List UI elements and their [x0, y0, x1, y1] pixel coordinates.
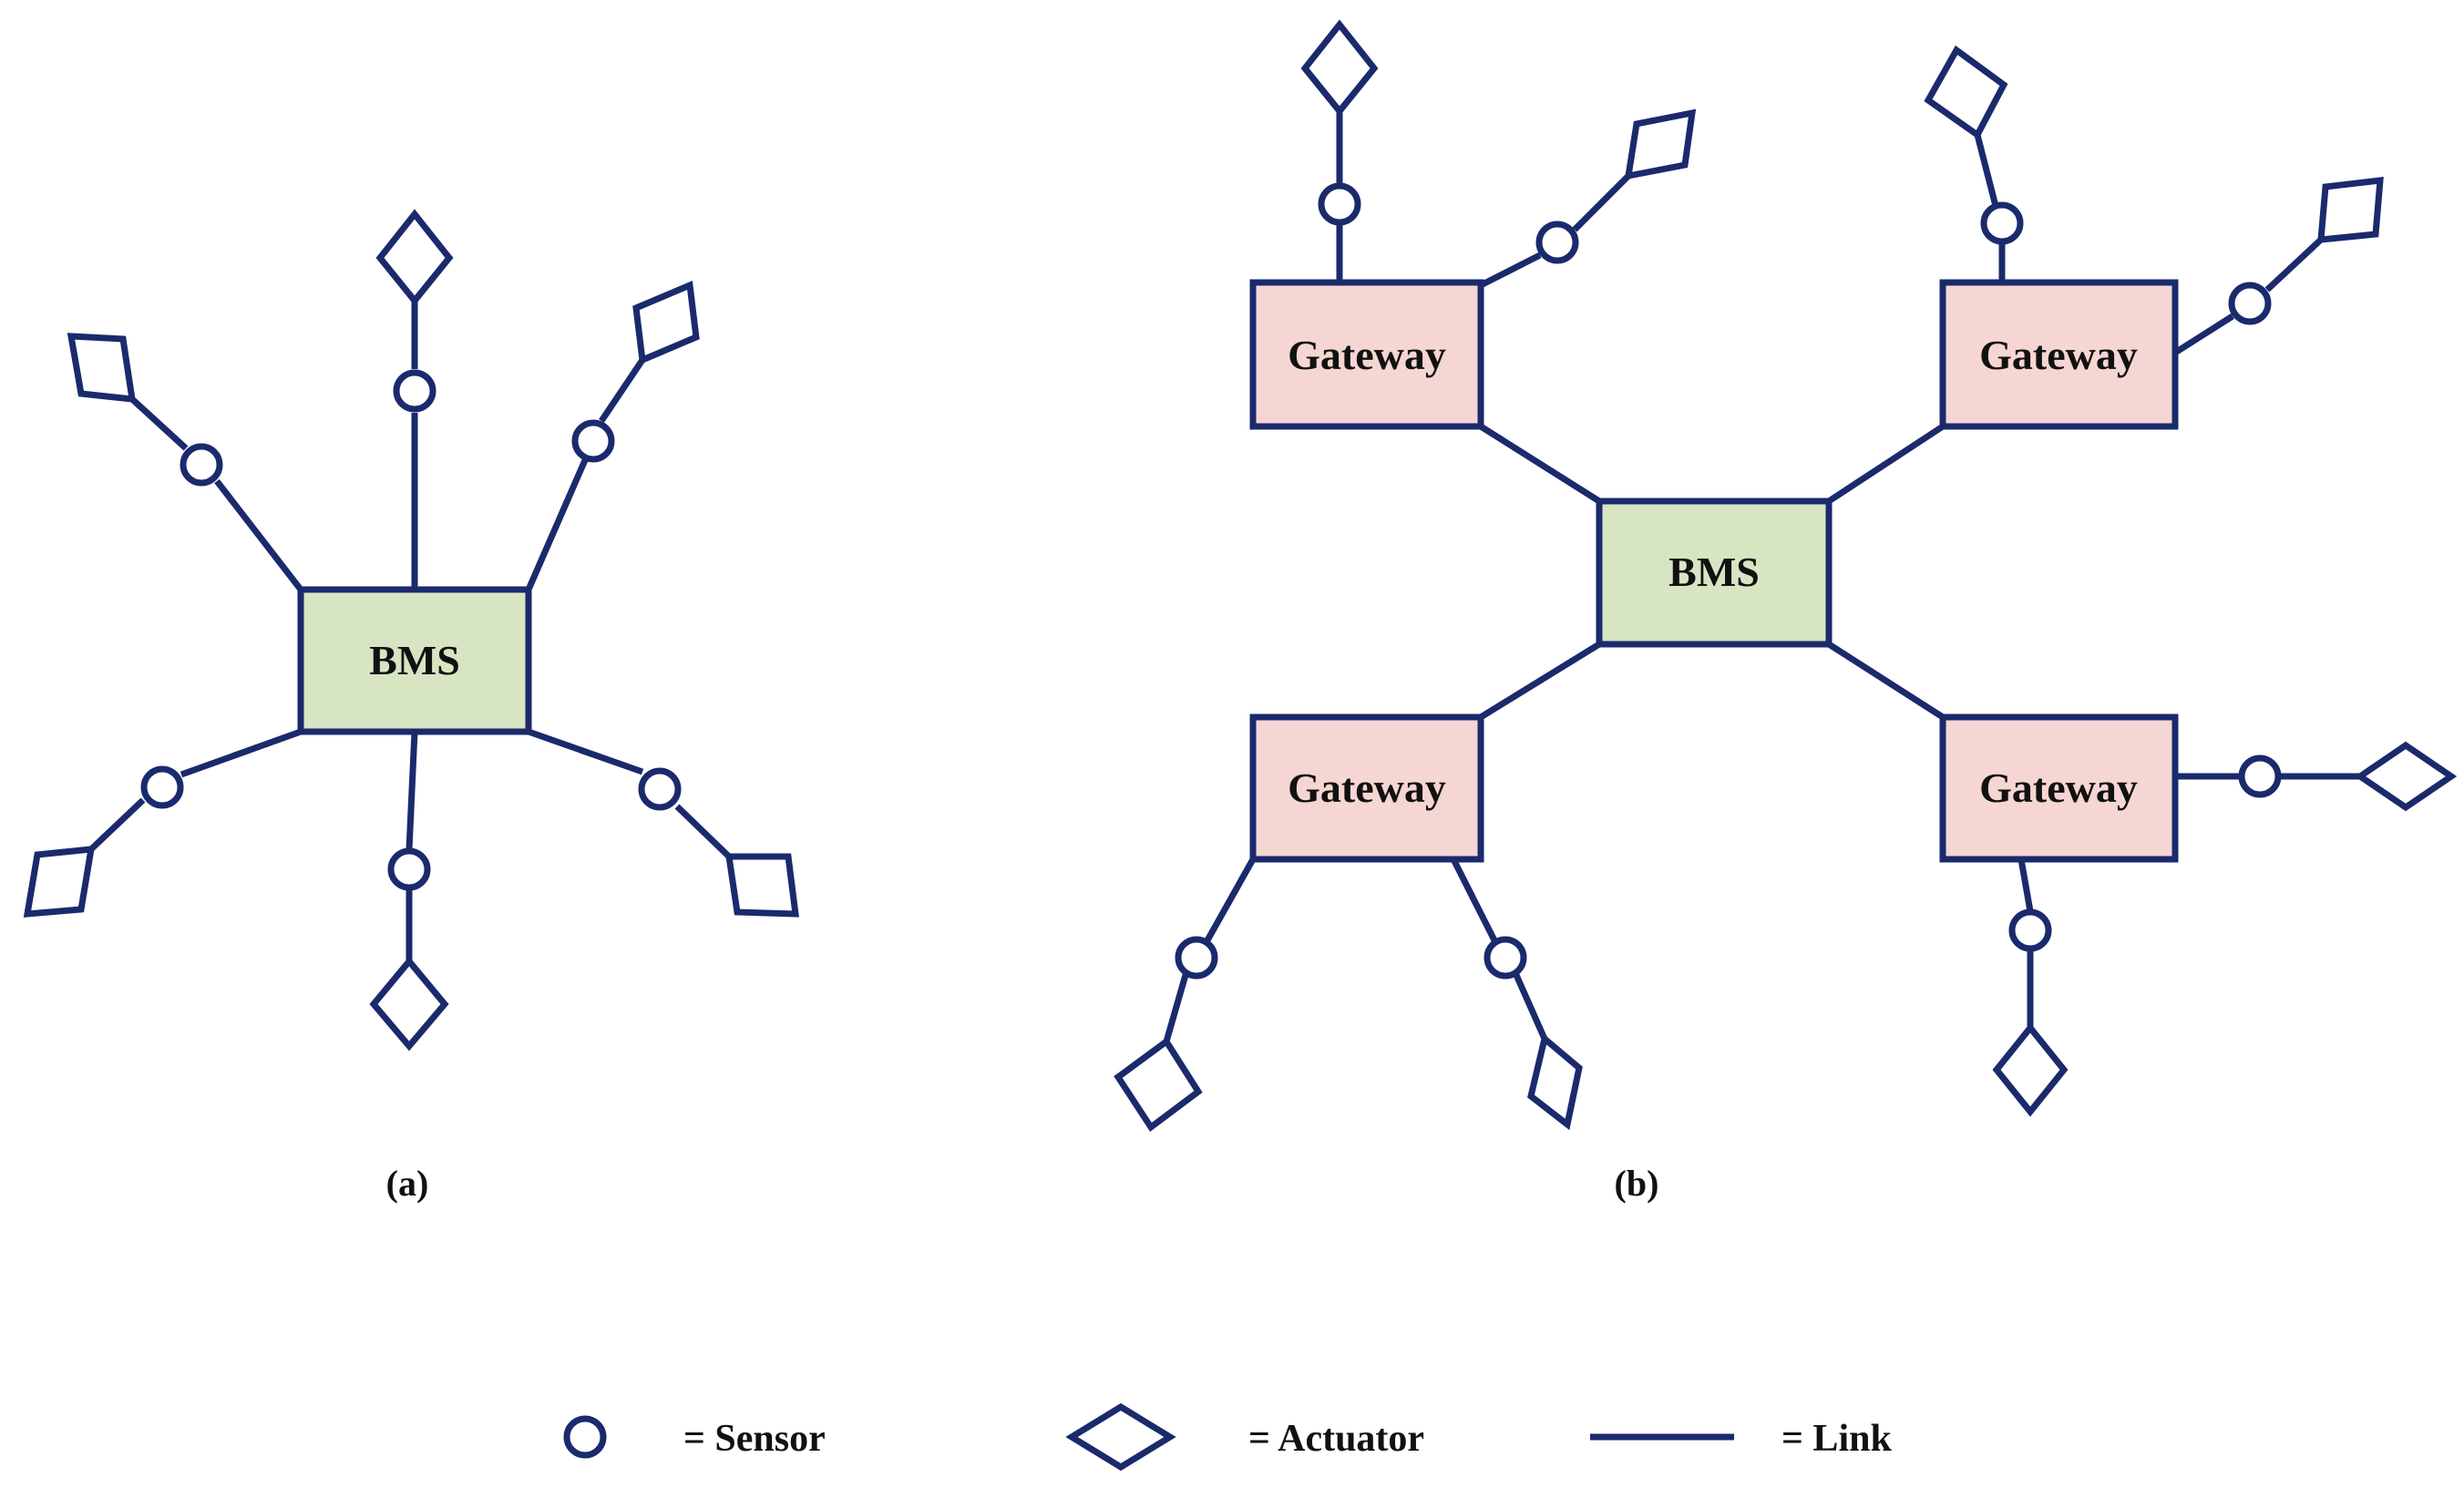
gateway-box	[1939, 279, 2179, 430]
actuator-icon	[23, 846, 96, 918]
link	[674, 804, 732, 859]
panel-b-device-links	[1163, 111, 2360, 1042]
link	[1572, 173, 1631, 232]
link	[406, 731, 418, 850]
actuator-icon	[2317, 177, 2384, 243]
link	[1513, 973, 1548, 1041]
actuator-icon	[1527, 1032, 1583, 1131]
sensor-icon	[1318, 182, 1361, 226]
panel-a: BMS (a)	[23, 209, 799, 1204]
bms-label: BMS	[369, 637, 460, 683]
bms-box	[1596, 498, 1833, 648]
gateway-box	[1939, 713, 2179, 863]
panel-b-actuators	[1114, 19, 2458, 1133]
panel-b-caption: (b)	[1615, 1163, 1659, 1204]
gateway-label: Gateway	[1979, 332, 2138, 378]
link	[525, 458, 589, 591]
actuator-icon	[1624, 108, 1697, 180]
sensor-icon	[1535, 221, 1579, 264]
gateway-label: Gateway	[1288, 332, 1446, 378]
link	[527, 728, 644, 775]
gateway-label: Gateway	[1288, 765, 1446, 811]
actuator-icon	[724, 853, 799, 918]
gateway-box	[1249, 713, 1484, 863]
panel-a-links	[88, 301, 732, 961]
link	[1450, 857, 1498, 942]
panel-a-actuators	[23, 209, 799, 1052]
legend-actuator-icon	[1065, 1402, 1176, 1472]
link	[88, 797, 146, 852]
panel-b-hub-links	[1479, 424, 1945, 720]
actuator-icon	[375, 209, 454, 306]
actuator-icon	[369, 956, 449, 1052]
panel-b-sensors	[1175, 182, 2282, 980]
legend-actuator-label: = Actuator	[1248, 1418, 1424, 1460]
link	[1827, 424, 1945, 504]
actuator-icon	[1992, 1022, 2069, 1117]
link	[1163, 974, 1189, 1042]
link	[214, 478, 303, 592]
panel-a-caption: (a)	[386, 1163, 429, 1204]
sensor-icon	[1484, 936, 1527, 980]
legend-sensor-icon	[563, 1415, 607, 1459]
link	[1479, 641, 1601, 720]
link	[599, 358, 645, 423]
legend: = Sensor = Actuator = Link	[563, 1402, 1892, 1472]
link	[1479, 251, 1542, 289]
sensor-icon	[638, 767, 682, 811]
sensor-icon	[1980, 201, 2024, 245]
legend-link-label: = Link	[1781, 1418, 1892, 1460]
sensor-icon	[1175, 936, 1218, 980]
sensor-icon	[2228, 282, 2272, 325]
sensor-icon	[180, 443, 223, 487]
legend-sensor-label: = Sensor	[683, 1418, 826, 1460]
actuator-icon	[67, 333, 137, 403]
sensor-icon	[387, 847, 431, 891]
bms-box	[297, 586, 532, 735]
sensor-icon	[140, 765, 184, 809]
actuator-icon	[632, 280, 700, 365]
link	[1827, 641, 1945, 720]
link	[180, 728, 303, 778]
sensor-icon	[571, 419, 615, 463]
actuator-icon	[1924, 45, 2008, 140]
link	[1204, 857, 1257, 942]
sensor-icon	[2008, 908, 2052, 952]
sensor-icon	[393, 369, 436, 413]
link	[2264, 237, 2324, 292]
link	[1974, 134, 1999, 207]
bms-label: BMS	[1668, 549, 1760, 595]
gateway-label: Gateway	[1979, 765, 2138, 811]
link	[1479, 424, 1601, 504]
link	[2017, 858, 2034, 912]
actuator-icon	[2354, 741, 2458, 812]
link	[129, 396, 189, 451]
actuator-icon	[1114, 1036, 1203, 1133]
link	[2173, 313, 2234, 355]
gateway-box	[1249, 279, 1484, 430]
actuator-icon	[1300, 19, 1379, 117]
sensor-icon	[2238, 754, 2282, 798]
panel-b: BMS Gateway Gateway Gateway Gateway	[1114, 19, 2458, 1204]
panel-a-sensors	[140, 369, 682, 891]
